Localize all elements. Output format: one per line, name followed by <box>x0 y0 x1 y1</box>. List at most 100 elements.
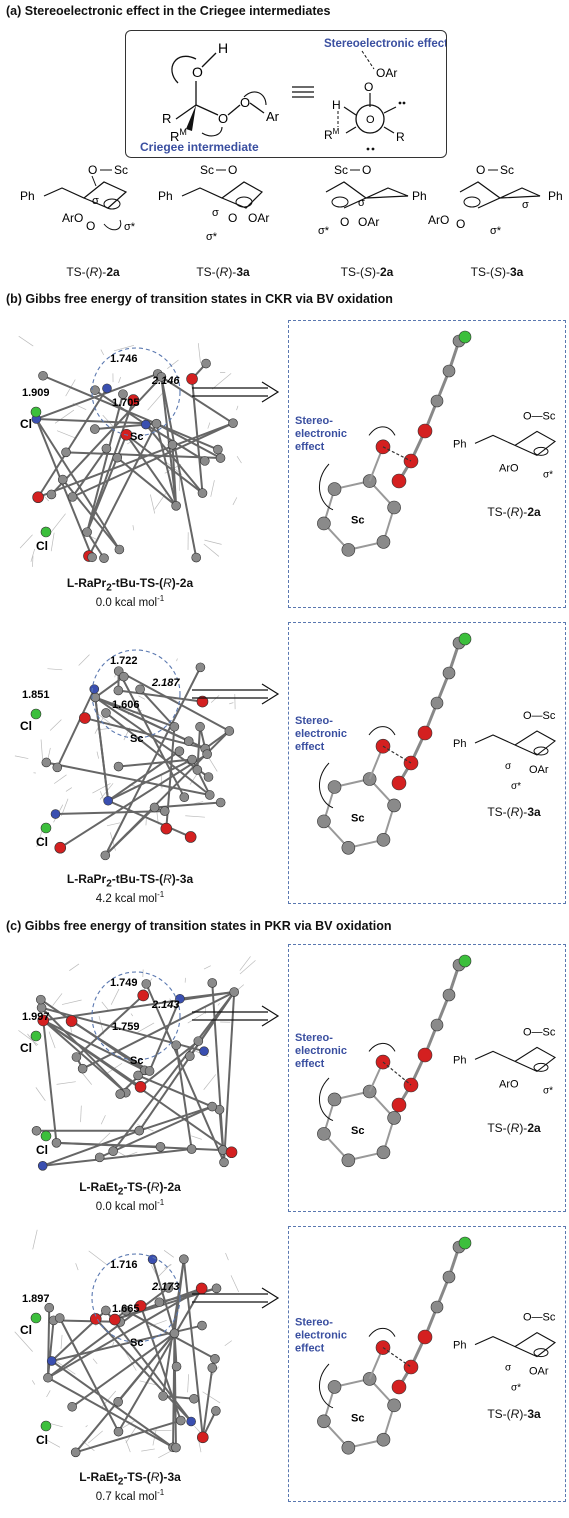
chair-label-1: TS-(R)-2a <box>66 265 120 279</box>
stereoelectronic-label: effect <box>295 1343 325 1355</box>
focus-circle <box>91 1253 181 1343</box>
svg-text:σ: σ <box>522 199 529 211</box>
section-b-title: (b) Gibbs free energy of transition stat… <box>6 292 393 306</box>
distance-label: 1.749 <box>110 977 138 989</box>
atom-r2: R <box>396 130 405 144</box>
inset-ts-label: TS-(R)-3a <box>487 1406 541 1421</box>
svg-text:σ: σ <box>358 197 365 209</box>
distance-label: 1.705 <box>112 397 140 409</box>
atom-o: O <box>192 64 203 80</box>
svg-text:ArO: ArO <box>428 213 449 227</box>
svg-text:O—Sc: O—Sc <box>523 410 556 422</box>
svg-text:σ: σ <box>212 207 219 219</box>
stereoelectronic-label: effect <box>295 441 325 453</box>
atom-r: R <box>162 111 171 126</box>
inset-ts-label: TS-(R)-2a <box>487 1121 541 1136</box>
svg-text:Ph: Ph <box>453 1340 466 1352</box>
distance-label: 2.173 <box>151 1281 180 1293</box>
cl-label: Cl <box>20 1041 32 1055</box>
svg-text:σ*: σ* <box>511 1383 521 1394</box>
distance-label: 1.665 <box>112 1303 140 1315</box>
svg-text:σ: σ <box>505 761 512 772</box>
stereoelectronic-label: Stereo- <box>295 1032 333 1044</box>
svg-text:O: O <box>88 163 97 177</box>
distance-label: 1.759 <box>112 1021 140 1033</box>
double-arrow <box>192 683 280 705</box>
svg-text:Sc: Sc <box>334 163 348 177</box>
svg-text:OAr: OAr <box>248 211 269 225</box>
catalyst-ts-name: L-RaEt2-TS-(R)-3a <box>79 1470 181 1488</box>
criegee-label: Criegee intermediate <box>140 140 259 154</box>
atom-o4: O <box>364 80 373 94</box>
svg-text:σ*: σ* <box>206 231 218 243</box>
cl-label: Cl <box>20 1323 32 1337</box>
chair-label-3: TS-(S)-2a <box>340 265 394 279</box>
svg-text:Ph: Ph <box>20 189 35 203</box>
gibbs-energy: 4.2 kcal mol-1 <box>95 890 165 905</box>
atom-h: H <box>218 40 228 56</box>
chair-s-3a: O Sc Ph σ ArO O σ* <box>428 163 563 237</box>
svg-text:Ph: Ph <box>158 189 173 203</box>
svg-text:O: O <box>340 215 349 229</box>
svg-text:σ*: σ* <box>318 225 330 237</box>
svg-text:OAr: OAr <box>358 215 379 229</box>
cl-label: Cl <box>20 417 32 431</box>
catalyst-ts-name: L-RaPr2-tBu-TS-(R)-2a <box>66 576 194 594</box>
svg-text:ArO: ArO <box>499 1078 519 1090</box>
svg-text:σ*: σ* <box>543 1085 553 1096</box>
chair-structures: O Sc Ph σ ArO O σ* Sc O Ph σ O OAr σ* Sc… <box>20 163 563 243</box>
criegee-box: O H R RM O O Ar Criegee intermediate Ste… <box>125 30 448 158</box>
focus-circle <box>91 649 181 739</box>
svg-text:OAr: OAr <box>529 1366 549 1378</box>
atom-ar: Ar <box>266 109 280 124</box>
svg-text:O—Sc: O—Sc <box>523 1312 556 1324</box>
atom-rm: RM <box>170 127 187 144</box>
distance-label: 2.187 <box>151 677 180 689</box>
distance-label: 1.909 <box>22 387 50 399</box>
svg-text:O: O <box>86 219 95 233</box>
inset-ts-label: TS-(R)-3a <box>487 805 541 819</box>
stereoelectronic-label: Stereo- <box>295 715 333 727</box>
svg-text:σ: σ <box>505 1363 512 1374</box>
distance-label: 1.716 <box>110 1259 138 1271</box>
svg-text:Sc: Sc <box>200 163 214 177</box>
svg-text:ArO: ArO <box>499 462 519 474</box>
catalyst-ts-name: L-RaEt2-TS-(R)-2a <box>79 1180 181 1198</box>
svg-text:O—Sc: O—Sc <box>523 710 556 722</box>
criegee-scheme: O H R RM O O Ar Criegee intermediate Ste… <box>140 38 448 154</box>
double-arrow <box>192 1005 280 1027</box>
chair-label-4: TS-(S)-3a <box>470 265 524 279</box>
cl-label: Cl <box>36 835 48 849</box>
inset-ts-label: TS-(R)-2a <box>487 505 541 520</box>
focus-circle <box>91 347 181 437</box>
sc-label: Sc <box>130 733 143 745</box>
svg-text:O: O <box>476 163 485 177</box>
inset-sc-label: Sc <box>351 1125 364 1137</box>
svg-text:σ*: σ* <box>124 221 136 233</box>
catalyst-ts-name: L-RaPr2-tBu-TS-(R)-3a <box>66 872 194 890</box>
svg-text:O: O <box>362 163 371 177</box>
svg-text:Sc: Sc <box>500 163 514 177</box>
atom-rm2: RM <box>324 127 340 142</box>
inset-sc-label: Sc <box>351 812 364 824</box>
svg-text:ArO: ArO <box>62 211 83 225</box>
stereoelectronic-label: electronic <box>295 1330 347 1342</box>
atom-o3: O <box>240 95 250 110</box>
curved-arrow <box>171 55 197 84</box>
chair-r-2a: O Sc Ph σ ArO O σ* <box>20 163 136 233</box>
distance-label: 2.146 <box>151 375 180 387</box>
svg-text:O: O <box>228 211 237 225</box>
inset-sc-label: Sc <box>351 514 364 526</box>
